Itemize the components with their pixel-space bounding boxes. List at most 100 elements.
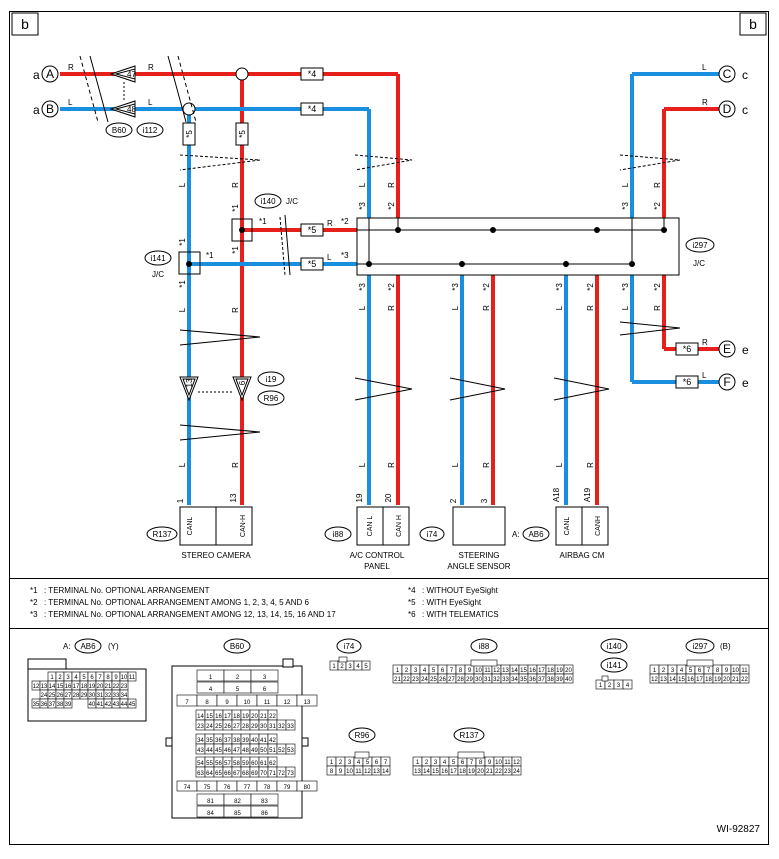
i141-jc: J/C: [152, 270, 164, 279]
cavity-number: 51: [269, 748, 276, 754]
cavity-number: 18: [233, 714, 240, 720]
cavity-number: 8: [205, 700, 209, 706]
cavity-number: 57: [224, 761, 231, 767]
cavity-number: 3: [434, 760, 438, 766]
b60-face-tab: [165, 737, 173, 747]
r96-view-oval: [348, 727, 376, 743]
wire-label-l: L: [327, 253, 332, 262]
cavity: [296, 780, 318, 792]
cavity-number: 4: [423, 668, 427, 674]
cavity-number: 17: [450, 769, 457, 775]
cavity-number: 2: [662, 668, 666, 674]
i297-view-oval: [685, 638, 715, 654]
cavity-number: 5: [82, 675, 86, 681]
cavity-number: 20: [97, 684, 104, 690]
cavity-number: 53: [287, 748, 294, 754]
cavity-number: 14: [511, 668, 518, 674]
wire-label-r: R: [68, 63, 74, 72]
cavity-number: 15: [432, 769, 439, 775]
steering-pin-h: 3: [480, 498, 489, 503]
cavity-number: 22: [403, 677, 410, 683]
cavity-number: 40: [89, 702, 96, 708]
left-input-b-circle: [41, 100, 59, 118]
cavity-number: 21: [732, 677, 739, 683]
cavity-number: 6: [90, 675, 94, 681]
cavity-number: 62: [269, 761, 276, 767]
cavity-number: 61: [260, 761, 267, 767]
cavity-number: 85: [234, 811, 241, 817]
left-input-b-side: a: [33, 103, 40, 117]
b60-view-oval: [223, 638, 251, 654]
twist-markers: [79, 55, 681, 441]
cavity-number: 9: [339, 769, 343, 775]
cavity-number: 32: [278, 724, 285, 730]
cavity-number: 16: [687, 677, 694, 683]
cavity-number: 44: [206, 748, 213, 754]
i297-joint-connector: [356, 217, 680, 276]
cavity-number: 75: [204, 785, 211, 791]
wire-color-label: L: [555, 462, 564, 467]
cavity-number: 29: [81, 693, 88, 699]
cavity-number: 11: [355, 769, 362, 775]
cavity-number: 17: [696, 677, 703, 683]
connector-latch: [470, 659, 498, 667]
cavity-number: 10: [244, 700, 251, 706]
connector-latch: [601, 675, 609, 682]
cavity-number: 47: [233, 748, 240, 754]
terminal-option-tag: *2: [586, 283, 595, 291]
corner-label-left: b: [21, 16, 29, 32]
cavity-number: 24: [206, 724, 213, 730]
cavity-number: 26: [57, 693, 64, 699]
cavity-number: 34: [121, 693, 128, 699]
legend-key: *2: [30, 598, 38, 607]
i88-view-name: i88: [479, 642, 490, 651]
cavity-number: 60: [251, 761, 258, 767]
wire-label-c: L: [702, 63, 707, 72]
output-e-letter: E: [723, 342, 731, 356]
cavity-number: 3: [348, 760, 352, 766]
cavity-number: 37: [49, 702, 56, 708]
connector-latch: [686, 659, 714, 667]
terminal-option-tag: *3: [621, 283, 630, 291]
cavity-number: 12: [364, 769, 371, 775]
b60-inline-connector: [109, 65, 136, 118]
connector-latch: [338, 656, 348, 663]
cavity-number: 4: [356, 664, 360, 670]
i297-bus-lines: [357, 218, 665, 265]
stereo-camera-t-h: CAN-H: [240, 515, 247, 537]
cavity-number: 28: [457, 677, 464, 683]
cavity-number: 13: [414, 769, 421, 775]
legend-text: : WITH EyeSight: [422, 598, 482, 607]
wire-color-label: L: [358, 462, 367, 467]
cavity-number: 43: [197, 748, 204, 754]
cavity-number: 39: [242, 738, 249, 744]
cavity-number: 36: [41, 702, 48, 708]
left-input-a-side: a: [33, 68, 40, 82]
i88-view-oval: [470, 638, 498, 654]
cavity-number: 30: [475, 677, 482, 683]
cavity-number: 27: [65, 693, 72, 699]
s1-vert: *1: [231, 246, 240, 254]
cavity-number: 58: [233, 761, 240, 767]
tag-s6-red: *6: [683, 344, 692, 354]
cavity-number: 12: [651, 677, 658, 683]
cavity-number: 26: [224, 724, 231, 730]
cavity-number: 3: [671, 668, 675, 674]
r96-label: R96: [264, 394, 279, 403]
cavity-number: 25: [430, 677, 437, 683]
i88-label: i88: [333, 530, 344, 539]
terminal-option-tag: *2: [482, 283, 491, 291]
cavity-number: 16: [529, 668, 536, 674]
cavity-number: 66: [224, 771, 231, 777]
r137-label: R137: [152, 530, 172, 539]
b60-face-tab: [282, 658, 294, 668]
cavity-number: 68: [242, 771, 249, 777]
wire-color-label: R: [482, 305, 491, 311]
left-input-a-circle: [41, 65, 59, 83]
i297-s3-blue: *3: [341, 251, 349, 260]
cavity-number: 8: [479, 760, 483, 766]
cavity-number: 11: [504, 760, 511, 766]
